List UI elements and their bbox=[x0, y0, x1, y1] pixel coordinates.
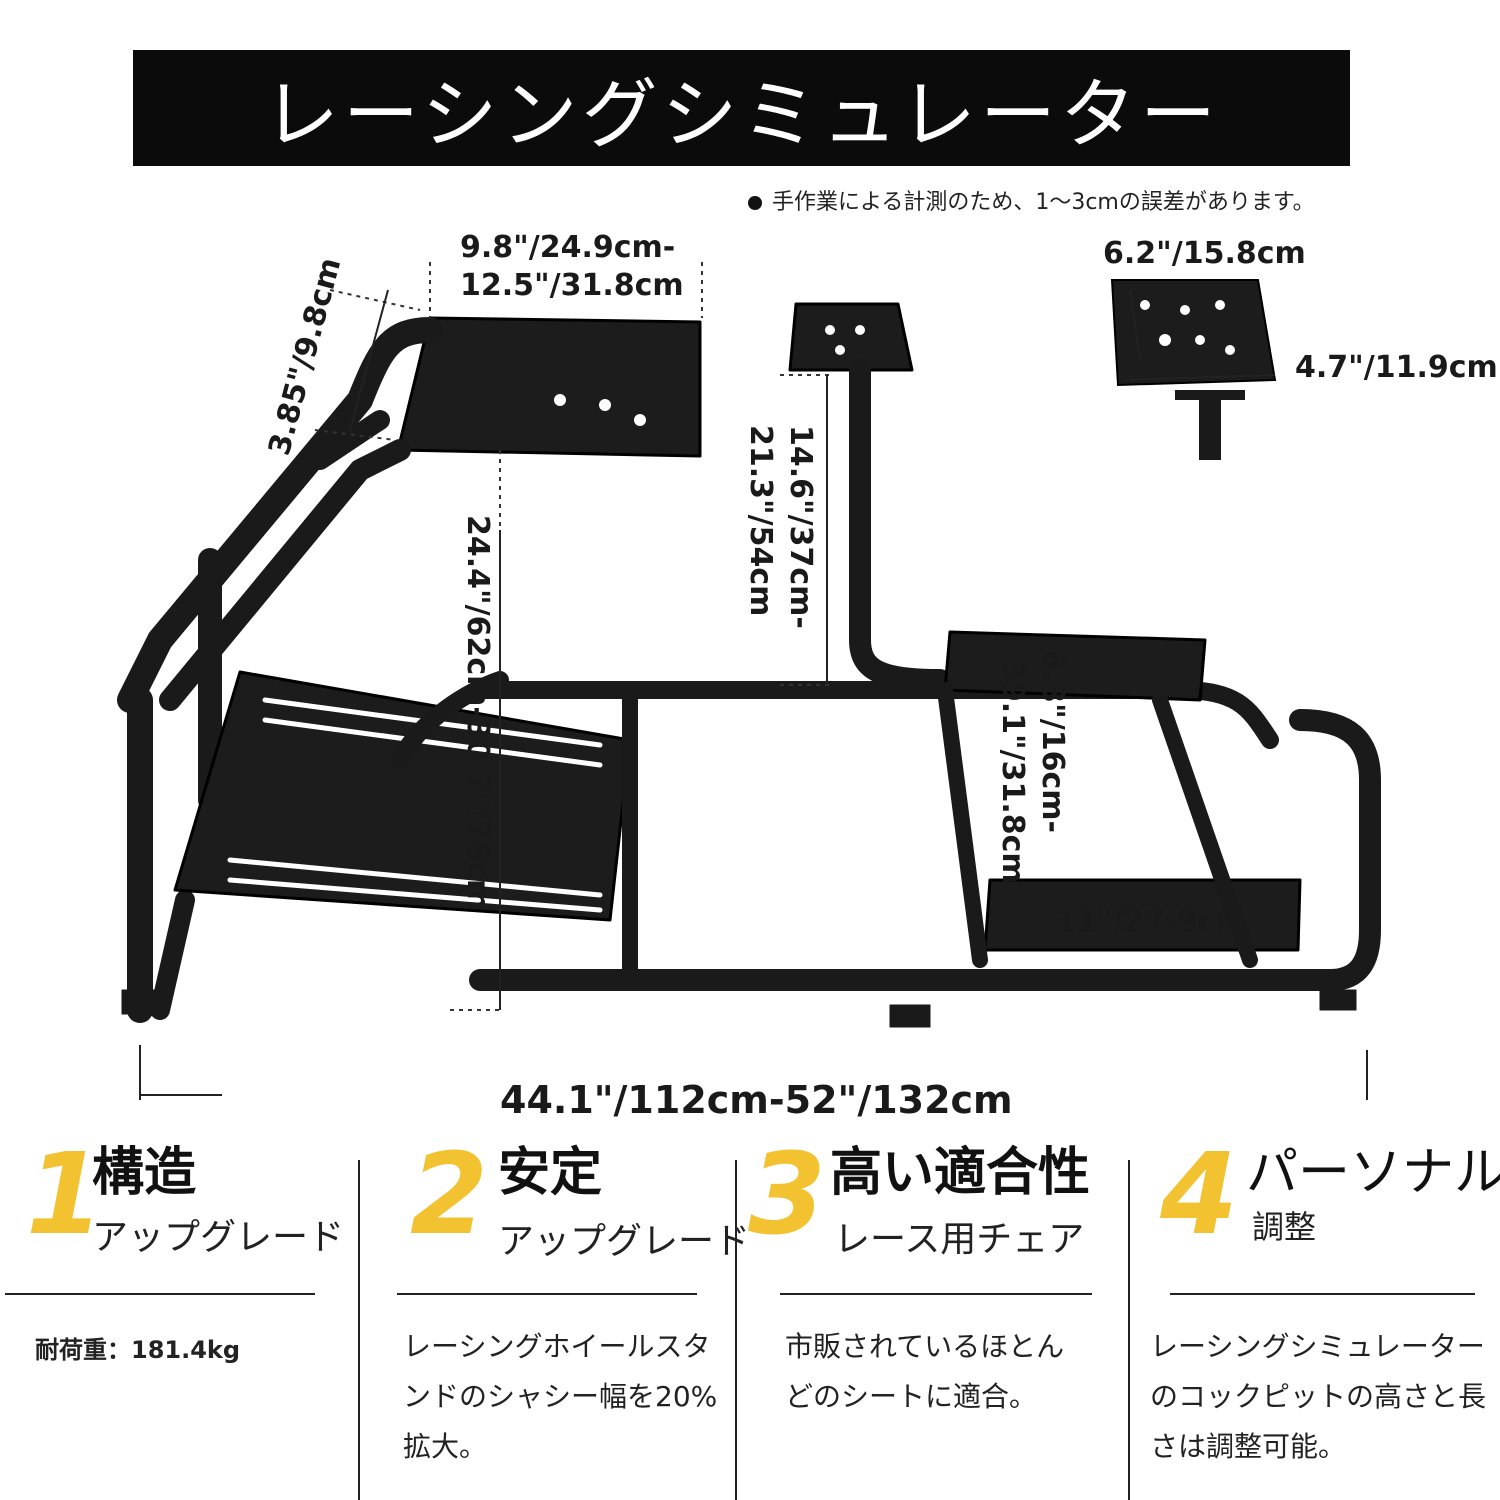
measurement-note: 手作業による計測のため、1〜3cmの誤差があります。 bbox=[748, 184, 1315, 216]
description-line: どのシートに適合。 bbox=[785, 1380, 1038, 1413]
feature-3-number: 3 bbox=[748, 1130, 826, 1260]
column-divider bbox=[358, 1160, 360, 1500]
section-rule bbox=[1170, 1293, 1475, 1295]
description-line: 耐荷重：181.4kg bbox=[35, 1336, 241, 1364]
wheel-plate bbox=[396, 316, 702, 458]
shifter-height-label-1: 14.6"/37cm- bbox=[783, 425, 818, 629]
description-line: 拡大。 bbox=[403, 1430, 488, 1463]
description-line: ンドのシャシー幅を20% bbox=[403, 1380, 718, 1413]
description-line: のコックピットの高さと長 bbox=[1150, 1380, 1487, 1413]
wheel-plate-width-label-1: 9.8"/24.9cm- bbox=[460, 230, 676, 265]
wheel-plate-width-label-2: 12.5"/31.8cm bbox=[460, 268, 684, 303]
feature-2-number: 2 bbox=[410, 1130, 488, 1260]
feature-4-subtitle: 調整 bbox=[1252, 1208, 1317, 1246]
total-length-label: 44.1"/112cm-52"/132cm bbox=[500, 1078, 1013, 1122]
shifter-inset bbox=[1110, 279, 1277, 460]
seat-bracket-back bbox=[943, 630, 1207, 702]
cockpit-illustration bbox=[117, 262, 1381, 1100]
seat-rail-label-1: 6.3"/16cm- bbox=[1035, 650, 1070, 833]
page-title-banner: レーシングシミュレーター bbox=[133, 50, 1350, 166]
feature-3-subtitle: レース用チェア bbox=[834, 1219, 1085, 1260]
feature-1-description: 耐荷重：181.4kg bbox=[35, 1325, 240, 1375]
shifter-plate-depth-label: 4.7"/11.9cm bbox=[1295, 350, 1498, 385]
seat-width-label: 11"/27.9cm bbox=[1055, 905, 1247, 940]
feature-4-title: パーソナル bbox=[1246, 1143, 1500, 1203]
feature-3-description: 市販されているほとん どのシートに適合。 bbox=[785, 1322, 1064, 1422]
feature-1-title: 構造 bbox=[92, 1143, 197, 1203]
description-line: レーシングシミュレーター bbox=[1150, 1330, 1485, 1363]
feature-2-title: 安定 bbox=[498, 1143, 603, 1203]
shifter-plate bbox=[788, 302, 914, 372]
feature-2-subtitle: アップグレード bbox=[498, 1221, 751, 1262]
column-divider bbox=[1128, 1160, 1130, 1500]
feature-4-number: 4 bbox=[1160, 1130, 1238, 1260]
description-line: レーシングホイールスタ bbox=[403, 1330, 711, 1363]
feature-3-title: 高い適合性 bbox=[830, 1143, 1091, 1203]
base-rail-bottom bbox=[469, 709, 1381, 991]
feature-4-description: レーシングシミュレーター のコックピットの高さと長 さは調整可能。 bbox=[1150, 1322, 1486, 1472]
section-rule bbox=[5, 1293, 315, 1295]
column-divider bbox=[735, 1160, 737, 1500]
section-rule bbox=[397, 1293, 697, 1295]
wheel-arm bbox=[117, 317, 443, 713]
seat-rail-label-2: 39.1"/31.8cm bbox=[995, 660, 1030, 884]
shifter-post bbox=[849, 359, 951, 691]
section-rule bbox=[780, 1293, 1092, 1295]
description-line: 市販されているほとん bbox=[785, 1330, 1065, 1363]
feature-1-number: 1 bbox=[26, 1130, 104, 1260]
bullet-icon bbox=[748, 196, 762, 210]
description-line: さは調整可能。 bbox=[1150, 1430, 1347, 1463]
shifter-height-label-2: 21.3"/54cm bbox=[743, 425, 778, 617]
feature-2-description: レーシングホイールスタ ンドのシャシー幅を20% 拡大。 bbox=[403, 1322, 717, 1472]
page-title: レーシングシミュレーター bbox=[263, 70, 1220, 159]
shifter-plate-width-label: 6.2"/15.8cm bbox=[1103, 236, 1306, 271]
wheel-plate-height-label: 24.4"/62cm-30.7"/78cm bbox=[460, 515, 495, 911]
note-text: 手作業による計測のため、1〜3cmの誤差があります。 bbox=[772, 190, 1315, 215]
feature-1-subtitle: アップグレード bbox=[92, 1217, 345, 1258]
